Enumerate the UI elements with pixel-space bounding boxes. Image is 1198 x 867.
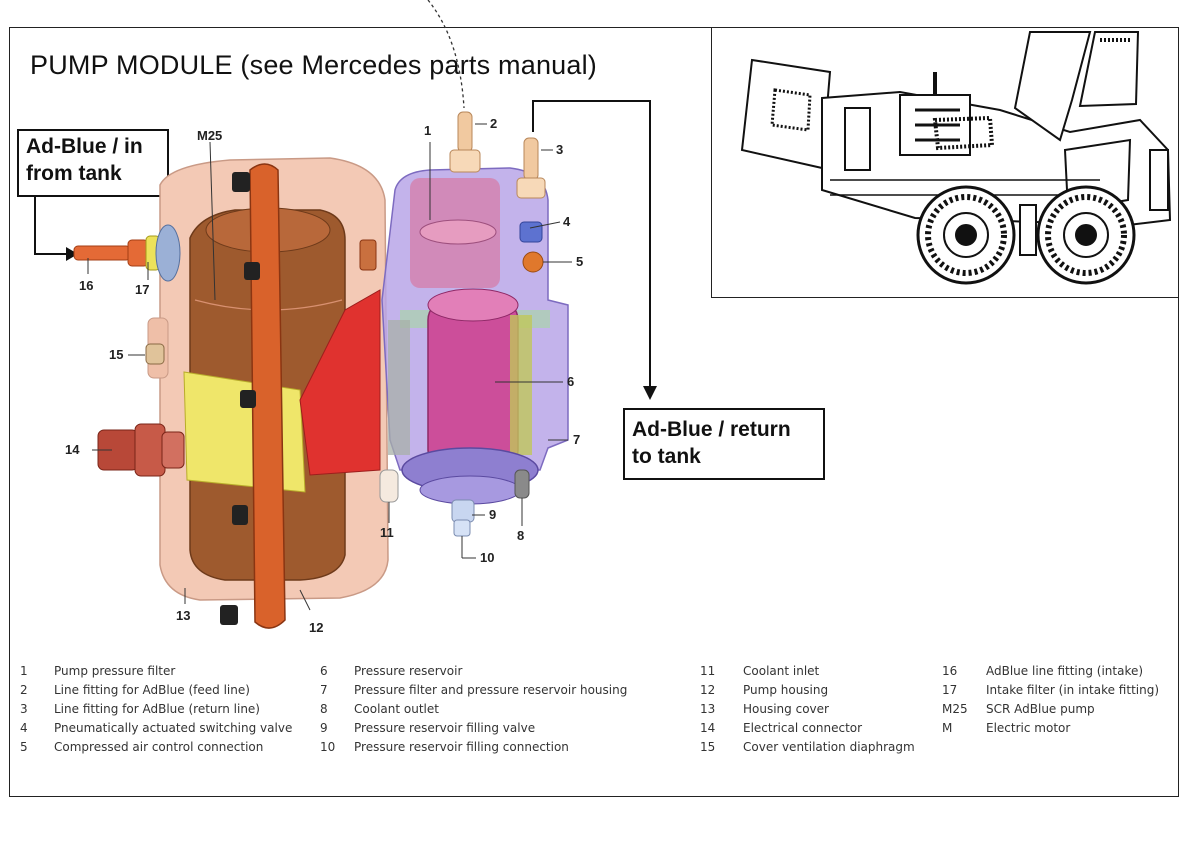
switching-valve (519, 221, 543, 243)
ventilation-diaphragm (145, 343, 165, 365)
orange-bracket (220, 163, 377, 629)
callout-3: 3 (556, 142, 564, 157)
legend-num: 8 (320, 702, 328, 716)
legend-text: Pressure reservoir filling connection (354, 740, 569, 754)
legend-num: 11 (700, 664, 716, 678)
callout-m25: M25 (197, 128, 223, 143)
reservoir-base (379, 447, 539, 537)
feed-line-fitting (449, 111, 481, 173)
adblue-in-line-1: Ad-Blue / in (26, 135, 143, 158)
legend-text: Intake filter (in intake fitting) (986, 683, 1160, 697)
page-title: PUMP MODULE (see Mercedes parts manual) (30, 50, 597, 80)
legend-num: 15 (700, 740, 716, 754)
legend-num: 9 (320, 721, 328, 735)
callout-2: 2 (490, 116, 498, 131)
callout-4: 4 (563, 214, 571, 229)
legend-num: M25 (942, 702, 968, 716)
callout-15: 15 (109, 347, 124, 362)
legend-num: 14 (700, 721, 716, 735)
adblue-return-line-1: Ad-Blue / return (632, 418, 791, 441)
air-control-connection (522, 251, 544, 273)
callout-9: 9 (489, 507, 497, 522)
intake-fitting (73, 224, 181, 282)
legend-num: 5 (20, 740, 28, 754)
legend-text: AdBlue line fitting (intake) (986, 664, 1144, 678)
legend-num: 4 (20, 721, 28, 735)
legend-text: Coolant inlet (743, 664, 820, 678)
legend-text: Electric motor (986, 721, 1071, 735)
callout-5: 5 (576, 254, 584, 269)
callout-6: 6 (567, 374, 575, 389)
legend-text: Coolant outlet (354, 702, 439, 716)
callout-8: 8 (517, 528, 525, 543)
legend-text: Electrical connector (743, 721, 863, 735)
adblue-return-line-2: to tank (632, 445, 701, 468)
red-filter-panel (299, 289, 381, 476)
callout-12: 12 (309, 620, 324, 635)
legend-num: 16 (942, 664, 958, 678)
return-line-fitting (516, 137, 546, 199)
callout-10: 10 (480, 550, 495, 565)
figure-frame (9, 27, 1179, 797)
adblue-in-arrow (34, 197, 78, 261)
callout-13: 13 (176, 608, 191, 623)
electrical-connector (97, 423, 185, 477)
callout-leaders (87, 123, 572, 611)
legend-text: Pneumatically actuated switching valve (54, 721, 293, 735)
legend-text: Pressure filter and pressure reservoir h… (354, 683, 628, 697)
legend-text: Line fitting for AdBlue (feed line) (54, 683, 250, 697)
legend-num: 3 (20, 702, 28, 716)
legend-num: 10 (320, 740, 336, 754)
callout-1: 1 (424, 123, 432, 138)
pressure-reservoir (388, 288, 532, 471)
legend-num: 1 (20, 664, 28, 678)
legend-num: 13 (700, 702, 716, 716)
adblue-in-line-2: from tank (26, 162, 122, 185)
legend-num: M (942, 721, 953, 735)
legend-num: 6 (320, 664, 328, 678)
legend-text: Line fitting for AdBlue (return line) (54, 702, 260, 716)
dashed-leader (427, 0, 465, 109)
callout-17: 17 (135, 282, 150, 297)
legend-num: 2 (20, 683, 28, 697)
legend-text: Pressure reservoir filling valve (354, 721, 536, 735)
legend-num: 7 (320, 683, 328, 697)
adblue-return-label: Ad-Blue / return to tank (623, 408, 825, 480)
callout-7: 7 (573, 432, 581, 447)
truck-inset-frame (711, 27, 1179, 298)
legend-text: SCR AdBlue pump (986, 702, 1095, 716)
legend-text: Pressure reservoir (354, 664, 463, 678)
legend-num: 12 (700, 683, 716, 697)
legend-text: Pump pressure filter (54, 664, 176, 678)
callout-11: 11 (380, 525, 394, 540)
callout-16: 16 (79, 278, 94, 293)
callout-14: 14 (65, 442, 80, 457)
legend-text: Housing cover (743, 702, 829, 716)
legend-text: Cover ventilation diaphragm (743, 740, 915, 754)
adblue-return-arrow (532, 100, 657, 400)
legend-text: Pump housing (743, 683, 829, 697)
legend-text: Compressed air control connection (54, 740, 264, 754)
truck-illustration (740, 31, 1172, 285)
legend-num: 17 (942, 683, 958, 697)
adblue-in-label: Ad-Blue / in from tank (17, 129, 169, 197)
